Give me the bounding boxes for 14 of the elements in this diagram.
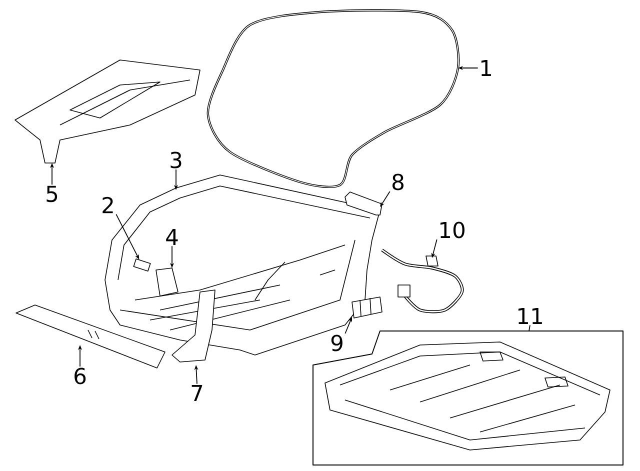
callout-number: 8 xyxy=(392,174,404,190)
callout-number: 10 xyxy=(440,222,464,238)
callout-number: 6 xyxy=(74,368,86,384)
callout-number: 4 xyxy=(166,229,178,245)
callout-number: 2 xyxy=(102,196,113,214)
callout-number: 1 xyxy=(481,60,491,76)
leader-line xyxy=(528,324,530,332)
callout-number: 3 xyxy=(170,152,182,168)
callout-number: 9 xyxy=(331,334,342,352)
clip-drawing xyxy=(133,258,151,272)
callout-number: 5 xyxy=(46,186,58,202)
frame-box xyxy=(312,330,624,466)
callout-number: 7 xyxy=(192,385,202,401)
callout-number: 11 xyxy=(518,308,542,324)
